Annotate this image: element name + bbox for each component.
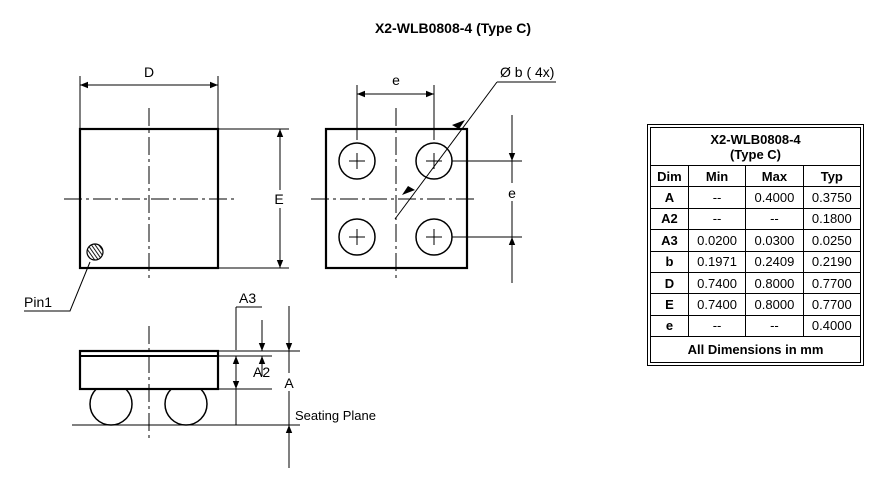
table-row: e----0.4000 [650, 314, 862, 338]
table-footer: All Dimensions in mm [650, 336, 861, 363]
solder-ball [415, 142, 453, 180]
table-header: Min [687, 164, 747, 188]
side-view: A3 A2 A Seating Plane [72, 290, 376, 468]
ball-diameter-label: Ø b ( 4x) [500, 64, 554, 80]
dim-label-e: E [274, 191, 283, 207]
table-row: A2----0.1800 [650, 207, 862, 231]
top-view: D E Pin1 [24, 64, 290, 312]
pin1-label: Pin1 [24, 294, 52, 310]
dim-label-a2: A2 [253, 364, 270, 380]
dimension-table: X2-WLB0808-4 (Type C) Dim Min Max Typ A-… [647, 124, 864, 366]
table-header: Typ [802, 164, 862, 188]
table-header-row: Dim Min Max Typ [650, 164, 862, 188]
table-header: Max [745, 164, 804, 188]
dim-label-a3: A3 [239, 290, 256, 306]
dim-label-pitch-side: e [508, 185, 516, 201]
solder-ball [338, 142, 376, 180]
dim-label-a: A [284, 375, 294, 391]
drawing-title: X2-WLB0808-4 (Type C) [375, 20, 531, 36]
dim-label-d: D [144, 64, 154, 80]
solder-ball [415, 218, 453, 256]
table-title: X2-WLB0808-4 (Type C) [650, 127, 861, 166]
bottom-view: e e Ø b ( 4x) [311, 64, 556, 283]
seating-plane-label: Seating Plane [295, 408, 376, 423]
table-header: Dim [650, 164, 689, 188]
pin1-marker [86, 243, 104, 261]
dim-label-pitch-top: e [392, 72, 400, 88]
solder-ball [338, 218, 376, 256]
